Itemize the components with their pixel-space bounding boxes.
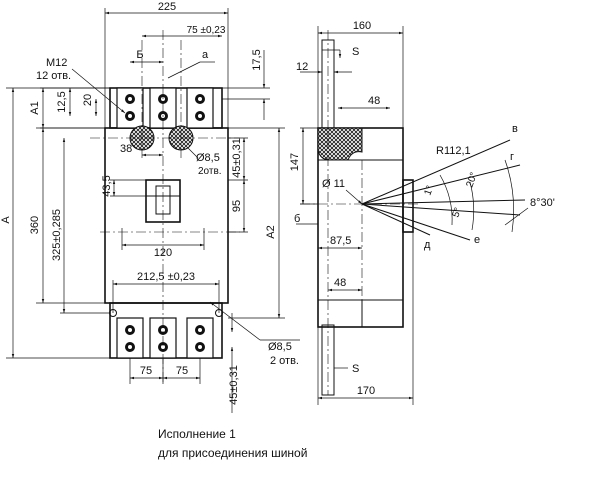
caption-line-2: для присоединения шиной	[158, 446, 307, 460]
angle-1: 1°	[422, 184, 436, 197]
dim-75-left: 75	[140, 365, 152, 377]
side-handle-base	[402, 179, 414, 233]
dim-12-5: 12,5	[56, 91, 68, 112]
dim-225: 225	[158, 1, 176, 13]
dim-120: 120	[154, 247, 172, 259]
label-e: е	[474, 234, 480, 246]
dim-147: 147	[289, 153, 301, 171]
dim-360: 360	[29, 216, 41, 234]
label-a: а	[202, 49, 209, 61]
dim-48-bottom: 48	[334, 277, 346, 289]
hole-count-top: 2отв.	[198, 166, 222, 177]
dim-212-5: 212,5 ±0,23	[137, 271, 195, 283]
hole-8-5-top: Ø8,5	[196, 152, 220, 164]
radius-112-1: R112,1	[436, 145, 471, 157]
dim-12: 12	[296, 61, 308, 73]
dim-95: 95	[231, 200, 243, 212]
side-hatched-cover	[317, 127, 363, 161]
thread-count: 12 отв.	[36, 70, 71, 82]
dim-17-5: 17,5	[251, 49, 263, 70]
side-view: S 160 12 48 147 Ø 11 б 87,5 48 S	[289, 20, 555, 405]
dim-48-top: 48	[368, 95, 380, 107]
dim-A: A	[0, 216, 12, 224]
dim-160: 160	[353, 20, 371, 32]
bottom-terminals	[116, 317, 214, 359]
dim-A2: А2	[265, 225, 277, 238]
angle-5: 5°	[450, 206, 464, 219]
angle-20: 20°	[464, 171, 480, 189]
dim-87-5: 87,5	[330, 235, 351, 247]
handle-angle-rays	[361, 139, 526, 241]
label-b: б	[294, 213, 300, 225]
front-view: 225 75 ±0,23 Б а М12 12 отв. А1 12,5 20 …	[0, 1, 300, 413]
hole-count-bottom: 2 отв.	[270, 355, 299, 367]
dim-45-top: 45±0,31	[231, 138, 243, 178]
top-terminals	[116, 87, 214, 129]
caption-line-1: Исполнение 1	[158, 427, 236, 441]
dim-11: Ø 11	[322, 178, 345, 190]
thread-m12: М12	[46, 57, 67, 69]
dim-A1: А1	[29, 101, 41, 114]
dim-75-tol: 75 ±0,23	[187, 25, 226, 36]
section-S-bottom: S	[352, 363, 359, 375]
label-g: г	[510, 151, 514, 163]
dim-170: 170	[357, 385, 375, 397]
dim-43-5: 43,5	[101, 175, 113, 196]
dim-75-right: 75	[176, 365, 188, 377]
dim-20: 20	[82, 94, 94, 106]
label-d: д	[424, 239, 431, 251]
hole-8-5-bottom: Ø8,5	[268, 341, 292, 353]
label-v: в	[512, 123, 518, 135]
dim-45-bottom: 45±0,31	[228, 365, 240, 405]
dim-38: 38	[120, 143, 132, 155]
section-S-top: S	[352, 46, 359, 58]
label-B: Б	[136, 49, 143, 61]
dim-325: 325±0,285	[51, 209, 63, 261]
angle-8-30: 8°30'	[530, 197, 555, 209]
